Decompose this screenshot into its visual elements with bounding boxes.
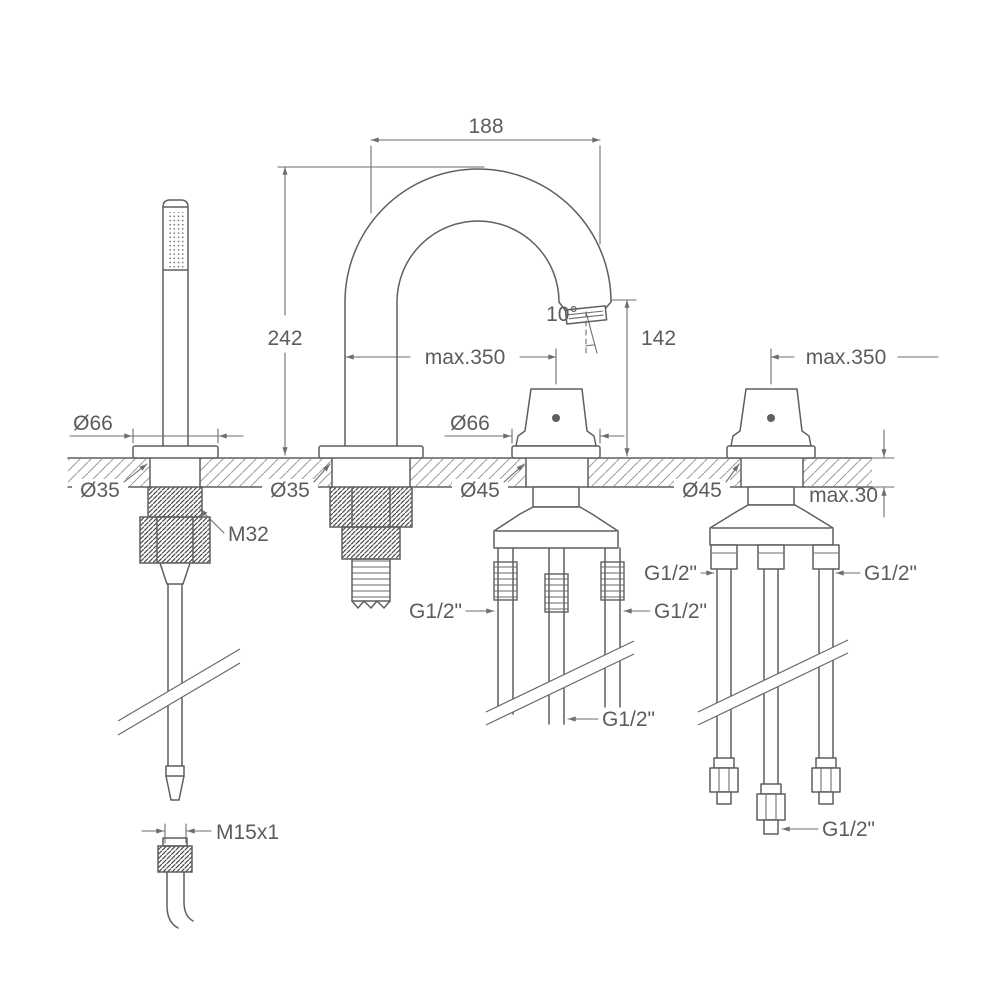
hand-shower-hose <box>117 583 241 929</box>
spout-mounting-block <box>329 486 413 528</box>
handshower-mounting-nut <box>139 516 211 564</box>
deck-hole-spout <box>332 457 410 488</box>
hose-end-left-edge <box>166 871 179 929</box>
spout-inner-profile <box>396 220 560 447</box>
callout-g12-valve2-left: G1/2" <box>644 562 697 585</box>
dim-dia66-handshower-label: Ø66 <box>73 412 113 435</box>
dim-dia35-handshower-label: Ø35 <box>80 479 120 502</box>
valve2-neck <box>747 486 795 506</box>
valve1-right-nipple <box>600 561 625 601</box>
handshower-thread-m32 <box>147 486 203 518</box>
handshower-spray-face <box>166 212 185 268</box>
valve2-right-hose-collar <box>815 757 837 769</box>
valve1-break-mask <box>486 641 634 725</box>
valve2-center-hose-tip <box>763 819 779 835</box>
deck-hole-handshower <box>150 457 200 488</box>
callout-g12-valve1-right: G1/2" <box>654 600 707 623</box>
spout-threaded-tail <box>351 558 391 602</box>
valve1-center-nipple <box>544 573 569 613</box>
dim-dia45-valve2-label: Ø45 <box>682 479 722 502</box>
valve2-break-mask <box>698 640 848 725</box>
dimensions: 188 242 10° 142 max.350 max.350 Ø66 <box>69 115 939 844</box>
valve2-center-hose-nut <box>757 544 785 570</box>
dim-dia66-valve-label: Ø66 <box>450 412 490 435</box>
valve2-left-hose-nut <box>710 544 738 570</box>
valve1-neck <box>532 486 580 508</box>
valve2-left-hose-end-nut <box>709 767 739 793</box>
dim-outlet-height-label: 142 <box>641 327 676 350</box>
spout-mounting-nut <box>341 526 401 560</box>
valve2-escutcheon <box>726 445 816 459</box>
hose-break-mask <box>118 649 240 735</box>
spout <box>318 168 612 609</box>
valve1-manifold <box>493 506 619 549</box>
valve2-center-hose-end-nut <box>756 793 786 821</box>
valve2-handle-dot <box>767 414 775 422</box>
dim-outlet-angle-label: 10° <box>546 303 578 326</box>
handshower-hose-connector <box>159 562 191 585</box>
dim-max350-left-label: max.350 <box>425 346 506 369</box>
valve-1 <box>485 388 635 726</box>
valve2-center-hose-collar <box>760 783 782 795</box>
valve1-left-nipple <box>493 561 518 601</box>
callout-g12-valve1-left: G1/2" <box>409 600 462 623</box>
dim-m32-label: M32 <box>228 523 269 546</box>
spout-thread-runout <box>351 600 391 609</box>
spout-aerator <box>564 305 608 325</box>
valve-2 <box>697 388 849 835</box>
handshower-escutcheon <box>132 445 219 459</box>
valve1-handle-dot <box>552 414 560 422</box>
hose-end-right-edge <box>183 871 194 922</box>
valve2-right-hose-nut <box>812 544 840 570</box>
dim-max350-right-label: max.350 <box>806 346 887 369</box>
valve2-manifold <box>709 504 834 546</box>
dim-spout-reach-label: 188 <box>468 115 503 138</box>
valve2-left-hose-tip <box>716 791 732 805</box>
deck-hole-valve2 <box>741 457 803 488</box>
dim-dia35-spout-label: Ø35 <box>270 479 310 502</box>
callout-g12-valve2-right: G1/2" <box>864 562 917 585</box>
callout-g12-valve2-bottom: G1/2" <box>822 818 875 841</box>
dim-m15x1-label: M15x1 <box>216 821 279 844</box>
dim-max30-deck-label: max.30 <box>809 484 878 507</box>
hose-cone-fitting <box>165 765 185 801</box>
valve2-right-hose-end-nut <box>811 767 841 793</box>
hose-collar <box>162 837 188 847</box>
spout-escutcheon <box>318 445 424 459</box>
spout-outer-profile <box>344 168 612 447</box>
valve1-escutcheon <box>511 445 601 459</box>
dim-dia45-valve1-label: Ø45 <box>460 479 500 502</box>
callout-g12-valve1-bottom: G1/2" <box>602 708 655 731</box>
valve2-left-hose-collar <box>713 757 735 769</box>
dim-spout-height-label: 242 <box>267 327 302 350</box>
hand-shower <box>132 199 219 585</box>
deck-hole-valve1 <box>526 457 588 488</box>
hose-nut-m15x1 <box>157 845 193 873</box>
valve2-right-hose-tip <box>818 791 834 805</box>
